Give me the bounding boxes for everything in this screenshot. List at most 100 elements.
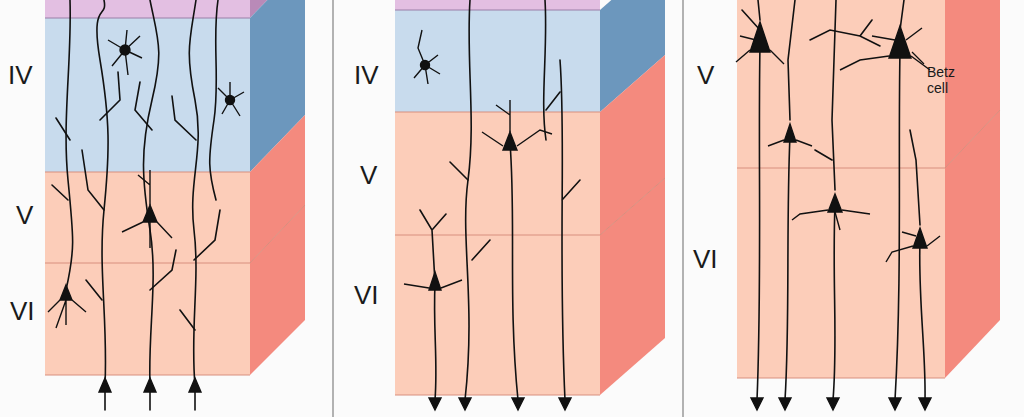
layer-block: [737, 378, 945, 379]
neuron-cell: [143, 205, 157, 222]
efferent-axon: [450, 162, 490, 260]
layer-block: [737, 110, 1000, 378]
layer-numeral: VI: [10, 296, 35, 326]
neuron-cell: [218, 82, 244, 116]
layer-block: [737, 168, 945, 169]
efferent-axon: [560, 60, 580, 400]
layer-block: [600, 178, 665, 235]
layer-block: [395, 0, 600, 10]
efferent-axon: [910, 130, 925, 400]
efferent-axon: [895, 0, 904, 400]
neuron-cell: [48, 300, 86, 328]
efferent-axon: [785, 0, 795, 400]
afferent-fiber: [52, 0, 220, 410]
efferent-axon: [810, 20, 880, 46]
neuron-cell: [736, 36, 784, 64]
afferent-fiber: [52, 118, 70, 200]
panel-divider: [682, 0, 684, 417]
neuron-cell: [429, 398, 441, 410]
neuron-cell: [108, 30, 142, 75]
layer-block: [250, 205, 305, 263]
layer-block: [45, 263, 250, 375]
layer-numeral: V: [697, 60, 714, 90]
neuron-cell: [751, 398, 763, 410]
afferent-fiber: [189, 0, 198, 410]
neuron-cell: [784, 124, 796, 142]
neuron-cell: [886, 232, 940, 262]
neuron-cell: [404, 30, 571, 410]
layer-block: [395, 10, 600, 11]
efferent-axon: [420, 210, 446, 283]
layer-numeral: V: [16, 200, 33, 230]
afferent-fiber: [210, 0, 218, 200]
neuron-cell: [779, 398, 791, 410]
neuron-cell: [429, 272, 441, 290]
neuron-cell: [48, 30, 244, 392]
layer-block: [45, 172, 250, 173]
layer-block: [395, 10, 600, 112]
neuron-cell: [889, 398, 901, 410]
afferent-fiber: [82, 72, 120, 300]
neuron-cell: [99, 378, 111, 392]
afferent-fiber: [97, 0, 108, 410]
layer-block: [395, 235, 600, 236]
neuron-cell: [414, 30, 440, 84]
layer-block: [395, 395, 600, 396]
efferent-axon: [465, 0, 471, 400]
efferent-axon: [435, 283, 436, 400]
afferent-fiber: [144, 0, 159, 410]
layer-block: [45, 172, 305, 375]
neuron-cell: [459, 398, 471, 410]
efferent-axon: [420, 0, 580, 400]
layer-block: [45, 263, 250, 264]
neuron-cell: [736, 22, 940, 410]
leader-line: [912, 52, 924, 64]
layer-block: [945, 110, 1000, 168]
layer-numeral: V: [360, 160, 377, 190]
efferent-axon: [510, 143, 518, 400]
layer-numeral: VI: [693, 244, 718, 274]
neuron-cell: [889, 26, 911, 58]
afferent-fiber: [135, 82, 176, 290]
efferent-axon: [742, 0, 760, 30]
layer-numeral: VI: [354, 280, 379, 310]
layer-numeral: IV: [8, 60, 33, 90]
layer-block: [45, 375, 250, 376]
efferent-axon: [757, 45, 760, 400]
neuron-cell: [144, 378, 156, 392]
neuron-cell: [750, 22, 770, 52]
layer-block: [45, 0, 305, 375]
neuron-cell: [919, 398, 931, 410]
layer-block: [45, 18, 250, 172]
layer-numeral: IV: [354, 60, 379, 90]
neuron-cell: [559, 398, 571, 410]
neuron-cell: [913, 228, 927, 248]
neuron-cell: [60, 285, 72, 300]
neuron-cell: [189, 378, 201, 392]
layer-block: [395, 112, 600, 113]
panel-divider: [332, 0, 334, 417]
neuron-cell: [122, 170, 172, 248]
layer-block: [45, 18, 250, 19]
layer-block: [737, 168, 945, 378]
efferent-axon: [544, 0, 560, 140]
layer-block: [737, 0, 1000, 378]
layer-block: [395, 235, 600, 395]
layer-block: [250, 205, 305, 375]
neuron-cell: [404, 280, 462, 288]
neuron-cell: [792, 210, 870, 230]
neuron-cell: [827, 398, 839, 410]
cell-callout: Betz cell: [927, 64, 971, 96]
layer-block: [600, 178, 665, 395]
layer-block: [945, 110, 1000, 378]
neuron-cell: [512, 398, 524, 410]
efferent-axon: [742, 0, 925, 400]
neuron-cell: [503, 132, 517, 150]
neuron-cell: [768, 140, 812, 146]
neuron-cell: [482, 100, 552, 146]
neuron-cell: [828, 194, 842, 212]
layer-block: [737, 0, 945, 168]
layer-block: [395, 112, 600, 235]
